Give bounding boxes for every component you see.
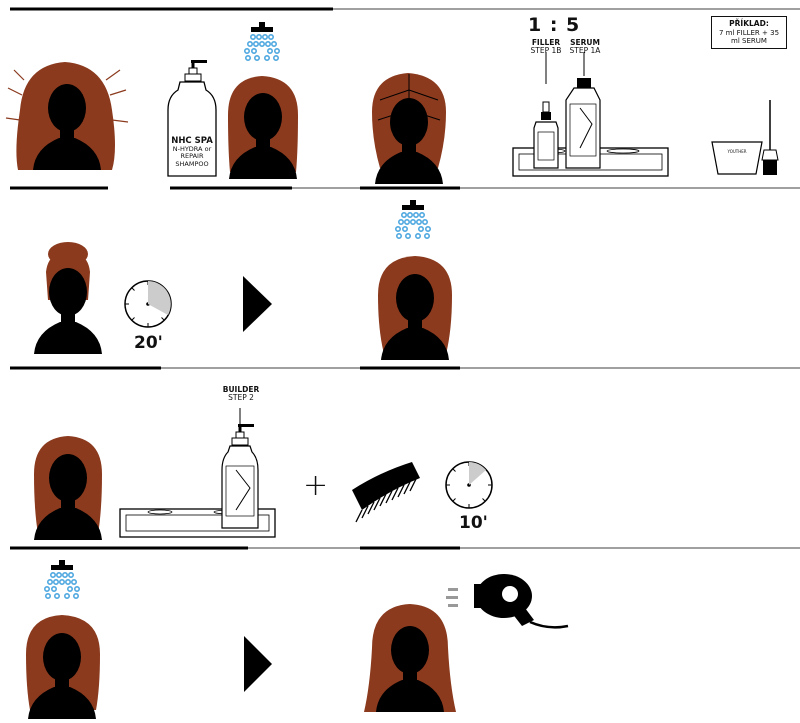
sectioned-hair-head-icon bbox=[372, 73, 446, 184]
wet-hair-head-icon bbox=[228, 22, 298, 179]
dried-hair-head-icon bbox=[364, 604, 456, 712]
mix-ratio: 1 : 5 bbox=[528, 14, 580, 36]
play-arrow-icon bbox=[244, 636, 272, 692]
filler-label: FILLER STEP 1B bbox=[526, 39, 566, 55]
builder-bottle-icon bbox=[222, 408, 258, 528]
serum-bottle-icon bbox=[566, 52, 600, 168]
hair-in-bun-head-icon bbox=[34, 242, 102, 354]
timer-10-label: 10' bbox=[459, 513, 488, 533]
comb-icon bbox=[352, 462, 420, 522]
builder-label: BUILDER STEP 2 bbox=[220, 386, 262, 402]
filler-step: STEP 1B bbox=[526, 47, 566, 55]
wet-hair-head-icon bbox=[378, 200, 452, 360]
wet-hair-head-icon bbox=[26, 560, 100, 719]
mixing-bowl-icon bbox=[712, 142, 762, 174]
messy-hair-head-icon bbox=[6, 62, 128, 170]
timer-20-label: 20' bbox=[134, 333, 163, 353]
hair-dryer-icon bbox=[446, 574, 568, 627]
example-title: PŘÍKLAD: bbox=[714, 20, 784, 29]
example-line-1: 7 ml FILLER bbox=[719, 29, 760, 37]
bowl-label: YOUTHER bbox=[716, 150, 758, 154]
bottle-line-3: SHAMPOO bbox=[175, 160, 208, 168]
dropper-bottle-icon bbox=[534, 52, 558, 168]
serum-step: STEP 1A bbox=[565, 47, 605, 55]
serum-label: SERUM STEP 1A bbox=[565, 39, 605, 55]
builder-step: STEP 2 bbox=[220, 394, 262, 402]
shampoo-bottle-label: NHC SPA N-HYDRA or REPAIR SHAMPOO bbox=[170, 137, 214, 168]
example-box: PŘÍKLAD: 7 ml FILLER + 35 ml SERUM bbox=[711, 16, 787, 49]
play-arrow-icon bbox=[243, 276, 272, 332]
example-line-2: + bbox=[762, 29, 768, 37]
brush-icon bbox=[762, 100, 778, 175]
plus-sign: + bbox=[303, 468, 328, 503]
timer-icon bbox=[446, 462, 492, 508]
hair-head-icon bbox=[34, 436, 102, 540]
